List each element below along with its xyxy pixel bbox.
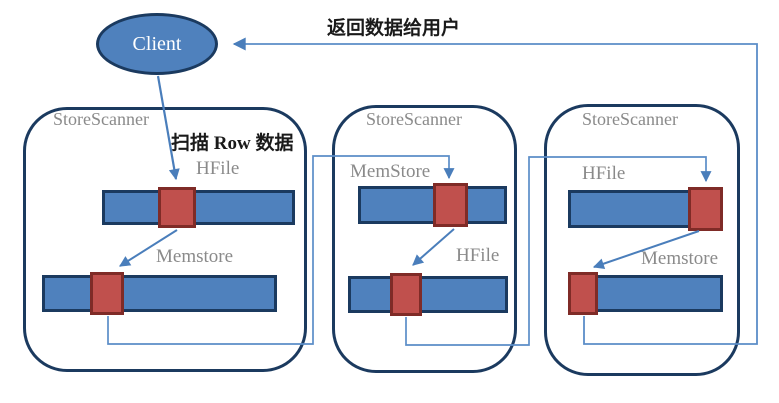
scanner-1-title: StoreScanner — [53, 109, 149, 129]
scanner-3-title: StoreScanner — [582, 109, 678, 129]
scanner-1-to-scanner-2-connector — [107, 155, 455, 345]
scan-row-annotation: 扫描 Row 数据 — [171, 133, 294, 154]
scanner-2-title: StoreScanner — [366, 109, 462, 129]
client-node: Client — [96, 13, 218, 75]
scanner-3-box — [544, 104, 740, 376]
scanner-1-hfile-row-segment — [158, 187, 196, 228]
scanner-2-hfile-row-segment — [390, 273, 422, 316]
scanner-3-hfile-label: HFile — [582, 163, 626, 184]
scanner-1-hfile-to-memstore-arrow — [119, 229, 178, 267]
scanner-1-memstore-bar — [42, 275, 277, 312]
scanner-1-hfile-label: HFile — [196, 158, 240, 179]
client-label: Client — [132, 32, 182, 55]
scanner-1-memstore-label: Memstore — [156, 246, 234, 267]
scanner-3-hfile-row-segment — [688, 187, 723, 231]
scanner-3-memstore-label: Memstore — [641, 248, 719, 269]
scanner-2-memstore-bar — [358, 186, 507, 224]
scanner-2-hfile-label: HFile — [456, 245, 500, 266]
scanner-3-memstore-bar — [568, 275, 723, 312]
scanner-2-to-scanner-3-connector — [405, 156, 712, 346]
scan-arrow — [156, 75, 180, 181]
return-data-annotation: 返回数据给用户 — [327, 18, 461, 39]
scanner-2-box — [332, 105, 517, 373]
scanner-3-hfile-to-memstore-arrow — [592, 230, 700, 269]
scanner-3-memstore-row-segment — [568, 272, 598, 315]
scanner-1-hfile-bar — [102, 190, 295, 225]
scanner-2-memstore-to-hfile-arrow — [412, 228, 455, 266]
scanner-2-memstore-row-segment — [433, 183, 468, 227]
scanner-3-hfile-bar — [568, 190, 723, 228]
return-data-connector — [232, 37, 758, 345]
scanner-2-hfile-bar — [348, 276, 508, 313]
scanner-1-memstore-row-segment — [90, 272, 124, 315]
scanner-2-memstore-label: MemStore — [350, 161, 431, 182]
